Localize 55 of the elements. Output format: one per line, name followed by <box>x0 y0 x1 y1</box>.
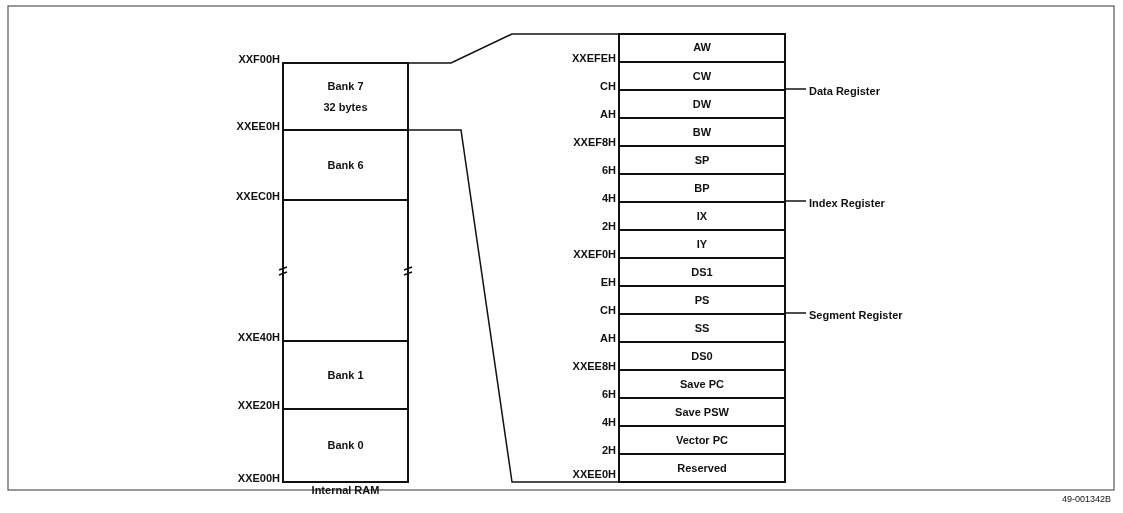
cell-text: IX <box>696 209 708 223</box>
address-label: AH <box>600 108 616 120</box>
cell-text: Save PSW <box>675 405 729 419</box>
address-label: 2H <box>601 220 616 232</box>
memory-caption: Internal RAM <box>310 484 381 496</box>
cell-text: SP <box>694 153 710 167</box>
address-label: 6H <box>601 164 616 176</box>
connector-line <box>408 129 619 483</box>
address-label: XXEF8H <box>573 136 616 148</box>
address-label: XXF00H <box>238 53 280 65</box>
memory-bank-cell <box>282 408 409 483</box>
cell-text: Reserved <box>677 461 727 475</box>
cell-text: 32 bytes <box>323 100 368 114</box>
address-label: EH <box>600 276 616 288</box>
address-label: XXEE0H <box>236 120 280 132</box>
cell-text: DW <box>692 97 712 111</box>
cell-text: Bank 7 <box>327 79 364 93</box>
document-number: 49-001342B <box>1061 494 1111 504</box>
address-label: XXEE8H <box>572 360 616 372</box>
cell-text: AW <box>693 40 711 54</box>
connector-line <box>408 33 619 64</box>
register-group-label: Segment Register <box>809 309 903 321</box>
cell-text: Bank 6 <box>327 158 364 172</box>
address-label: XXEFEH <box>572 52 616 64</box>
address-label: XXEF0H <box>573 248 616 260</box>
cell-text: Bank 1 <box>327 368 364 382</box>
register-group-label: Index Register <box>809 197 885 209</box>
cell-text: DS0 <box>691 349 713 363</box>
address-label: CH <box>600 80 616 92</box>
memory-gap-cell <box>282 199 409 342</box>
memory-bank-cell <box>282 62 409 131</box>
address-label: 4H <box>601 192 616 204</box>
cell-text: Save PC <box>680 377 724 391</box>
cell-text: DS1 <box>691 265 713 279</box>
address-label: XXEC0H <box>235 190 280 202</box>
register-stack <box>618 33 786 483</box>
memory-bank-cell <box>282 340 409 410</box>
cell-text: IY <box>696 237 708 251</box>
cell-text: BP <box>694 181 710 195</box>
cell-text: BW <box>692 125 712 139</box>
address-label: 6H <box>601 388 616 400</box>
address-label: XXE20H <box>237 399 280 411</box>
cell-text: PS <box>694 293 710 307</box>
register-group-label: Data Register <box>809 85 880 97</box>
cell-text: CW <box>692 69 712 83</box>
cell-text: Vector PC <box>676 433 728 447</box>
memory-bank-cell <box>282 129 409 201</box>
address-label: CH <box>600 304 616 316</box>
address-label: 4H <box>601 416 616 428</box>
cell-text: SS <box>694 321 710 335</box>
address-label: AH <box>600 332 616 344</box>
cell-text: Bank 0 <box>327 439 364 452</box>
address-label: XXE40H <box>237 331 280 343</box>
address-label: XXEE0H <box>572 468 616 480</box>
address-label: 2H <box>601 444 616 456</box>
